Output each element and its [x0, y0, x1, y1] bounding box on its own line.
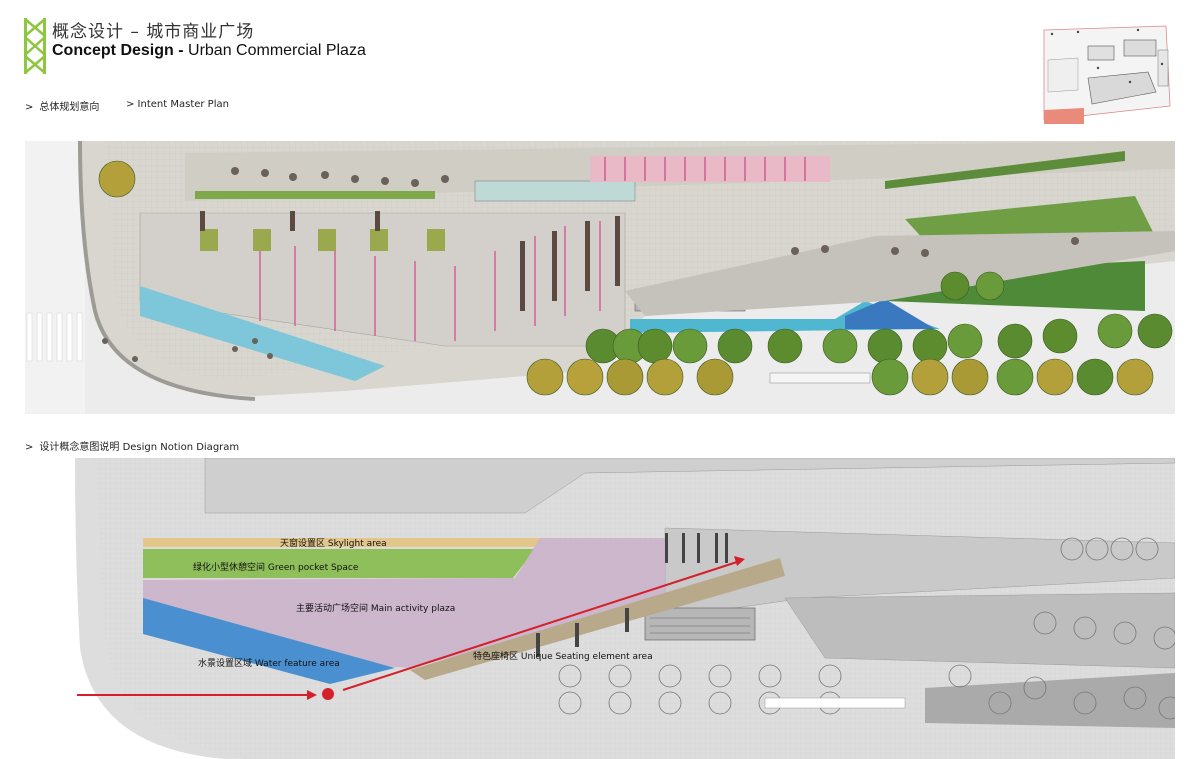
- label-skylight-area: 天窗设置区 Skylight area: [280, 539, 387, 549]
- design-notion-diagram: [25, 458, 1175, 759]
- section-diagram: > 设计概念意图说明 Design Notion Diagram: [25, 438, 239, 453]
- section-diagram-text: 设计概念意图说明 Design Notion Diagram: [39, 442, 240, 453]
- label-main-activity-plaza: 主要活动广场空间 Main activity plaza: [296, 604, 456, 614]
- chevron-right-icon: >: [25, 102, 34, 113]
- section-master-plan-en: > Intent Master Plan: [126, 99, 229, 110]
- site-key-map: [1038, 20, 1175, 124]
- section-master-plan-cn: > 总体规划意向: [25, 98, 99, 113]
- title-en-rest: Urban Commercial Plaza: [188, 42, 366, 59]
- page-title-en: Concept Design - Urban Commercial Plaza: [52, 42, 366, 60]
- chevron-right-icon: >: [25, 442, 34, 453]
- section-master-plan-cn-text: 总体规划意向: [39, 102, 100, 113]
- label-unique-seating-area: 特色座椅区 Unique Seating element area: [473, 652, 653, 662]
- master-plan-image: [25, 141, 1175, 414]
- logo-icon: [24, 18, 46, 74]
- page-title-cn: 概念设计 – 城市商业广场: [52, 22, 255, 42]
- title-en-bold: Concept Design -: [52, 42, 184, 59]
- label-green-pocket-space: 绿化小型休憩空间 Green pocket Space: [193, 563, 359, 573]
- label-water-feature-area: 水景设置区域 Water feature area: [198, 659, 340, 669]
